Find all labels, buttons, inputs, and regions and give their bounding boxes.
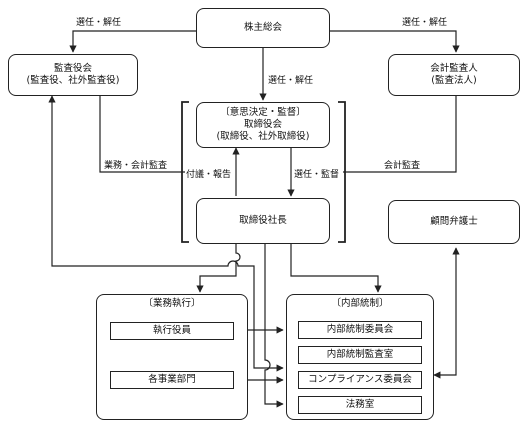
edge-legal-internal (433, 247, 460, 379)
executive-officers-box: 執行役員 (110, 322, 234, 340)
accounting-auditor-firm: (監査法人) (431, 75, 477, 86)
president-box: 取締役社長 (196, 198, 330, 244)
internal-control-committee-box: 内部統制委員会 (298, 321, 422, 339)
label-center-appoint: 選任・解任 (268, 76, 314, 86)
audit-board-box: 監査役会 (監査役、社外監査役) (8, 54, 138, 96)
internal-control-committee-label: 内部統制委員会 (326, 324, 394, 335)
edge-president-internal (290, 244, 382, 293)
left-bracket (181, 101, 189, 243)
audit-board-title: 監査役会 (53, 63, 92, 74)
label-left-appoint: 選任・解任 (76, 18, 122, 28)
internal-audit-office-box: 内部統制監査室 (298, 346, 422, 364)
right-bracket (338, 101, 346, 243)
business-departments-label: 各事業部門 (148, 374, 196, 385)
legal-advisor-box: 顧問弁護士 (388, 200, 520, 244)
compliance-committee-box: コンプライアンス委員会 (298, 371, 422, 389)
business-departments-box: 各事業部門 (110, 371, 234, 389)
legal-office-box: 法務室 (298, 396, 422, 414)
board-role: 〔意思決定・監督〕 (220, 107, 306, 118)
label-accounting-audit: 会計監査 (384, 161, 421, 171)
accounting-auditor-title: 会計監査人 (430, 63, 478, 74)
legal-office-label: 法務室 (345, 399, 375, 410)
board-box: 〔意思決定・監督〕 取締役会 (取締役、社外取締役) (196, 102, 330, 148)
internal-audit-office-label: 内部統制監査室 (326, 349, 394, 360)
label-business-audit: 業務・会計監査 (104, 161, 168, 171)
label-report: 付議・報告 (186, 170, 232, 180)
board-members: (取締役、社外取締役) (216, 131, 310, 142)
edge-audit-internal (48, 95, 284, 372)
business-group-title: 〔業務執行〕 (143, 298, 201, 309)
compliance-committee-label: コンプライアンス委員会 (308, 374, 412, 385)
shareholders-box: 株主総会 (196, 8, 330, 48)
internal-control-title: 〔内部統制〕 (331, 298, 389, 309)
president-label: 取締役社長 (239, 215, 287, 226)
audit-board-members: (監査役、社外監査役) (26, 75, 120, 86)
label-supervise: 選任・監督 (294, 170, 340, 180)
label-right-appoint: 選任・解任 (402, 18, 448, 28)
executive-officers-label: 執行役員 (152, 325, 191, 336)
edge-president-business (196, 244, 241, 293)
edge-shareholders-audit (69, 30, 196, 53)
shareholders-label: 株主総会 (243, 22, 282, 33)
legal-advisor-label: 顧問弁護士 (430, 216, 478, 227)
board-title: 取締役会 (243, 119, 282, 130)
accounting-auditor-box: 会計監査人 (監査法人) (388, 54, 520, 96)
edge-shareholders-accounting (330, 30, 460, 53)
edge-president-legal-internal (264, 244, 284, 408)
business-group: 〔業務執行〕 (96, 294, 248, 420)
edge-accounting-to-board (343, 96, 457, 173)
